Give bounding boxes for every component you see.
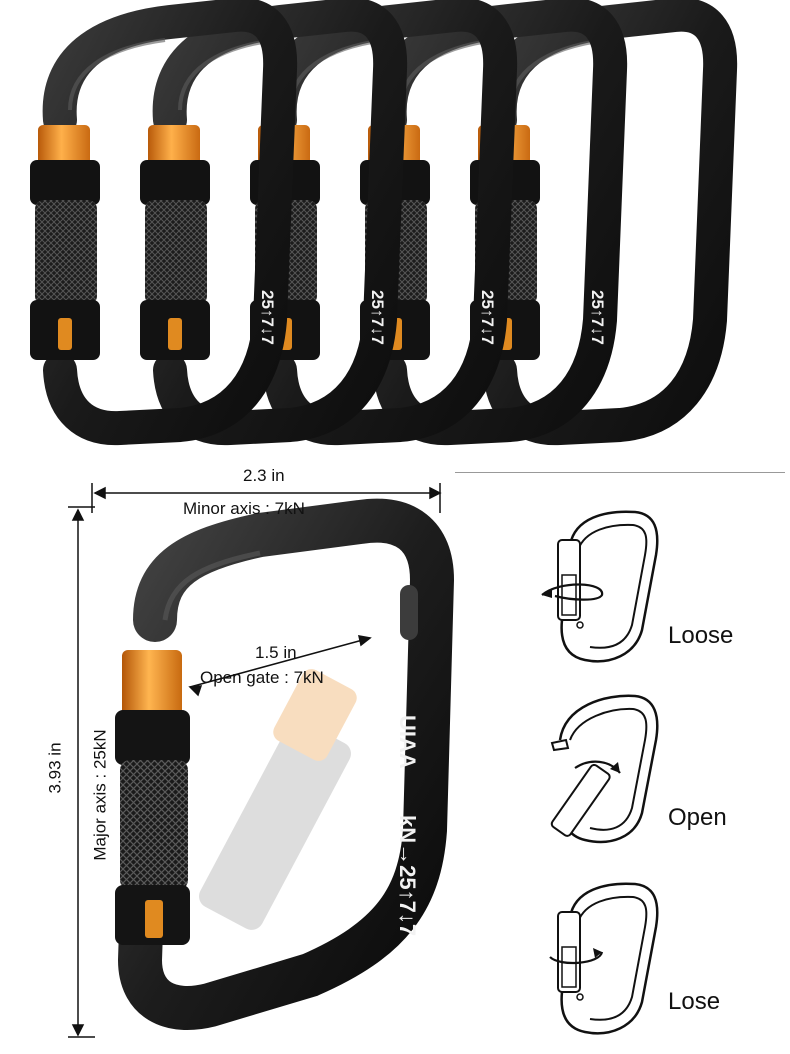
carabiner-body: [117, 498, 455, 1030]
carabiner-lock-icon: [549, 882, 659, 1035]
width-label: 2.3 in: [243, 466, 285, 485]
step-lock-label: Lose: [668, 988, 721, 1015]
step-open-label: Open: [668, 804, 727, 831]
step-lock: Lose: [520, 872, 790, 1052]
major-axis-label: Major axis : 25kN: [90, 729, 110, 861]
step-loose-label: Loose: [668, 622, 734, 649]
carabiner-open-icon: [550, 694, 659, 844]
photo-engraving-small: 25↑7↓7: [368, 290, 387, 345]
open-gate-ghost: [199, 669, 357, 930]
dimension-lines: [68, 483, 442, 1038]
open-gate-label: Open gate : 7kN: [200, 668, 324, 687]
carabiner-dimension-diagram: UIAA kN→25↑7↓7: [115, 498, 455, 1030]
carabiner-1: 25↑7↓7: [30, 0, 298, 446]
carabiner-loose-icon: [541, 510, 659, 663]
photo-engraving-small: 25↑7↓7: [258, 290, 277, 345]
step-loose: Loose: [520, 500, 790, 680]
section-divider: [455, 472, 785, 473]
photo-engraving-small: 25↑7↓7: [478, 290, 497, 345]
engraving-rating: kN→25↑7↓7: [395, 815, 420, 936]
height-label: 3.93 in: [45, 742, 65, 794]
step-open: Open: [520, 688, 790, 868]
engraving-brand: UIAA: [395, 715, 420, 769]
gate-knurled-sleeve: [120, 760, 188, 890]
gate-label: 1.5 in: [255, 643, 297, 662]
minor-axis-label: Minor axis : 7kN: [183, 499, 305, 518]
photo-engraving-small: 25↑7↓7: [588, 290, 607, 345]
